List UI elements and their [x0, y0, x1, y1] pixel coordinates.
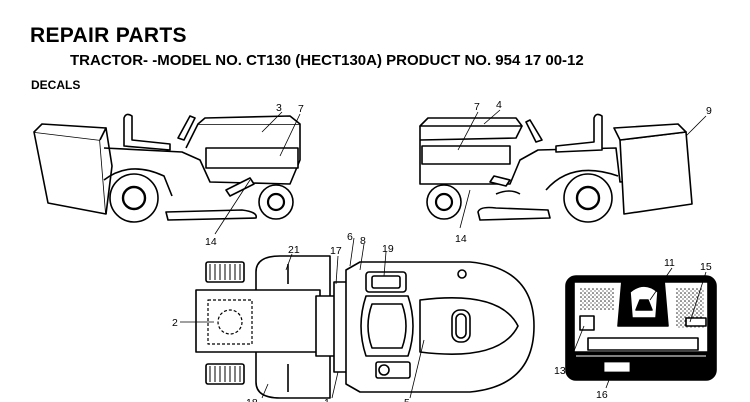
callout-3: 3: [276, 102, 282, 114]
seat-left: [123, 113, 171, 151]
callout-4: 4: [496, 99, 502, 111]
seat-right: [555, 113, 603, 153]
callout-14: 14: [205, 236, 217, 248]
page-title: REPAIR PARTS: [30, 24, 187, 47]
right-view-leaders: [457, 109, 707, 229]
callout-16: 16: [596, 389, 608, 401]
model-subtitle: TRACTOR- -MODEL NO. CT130 (HECT130A) PRO…: [70, 52, 584, 69]
callout-2: 2: [172, 317, 178, 329]
callout-19: 19: [382, 243, 394, 255]
bag-top: [195, 289, 321, 353]
top-view: [195, 255, 535, 399]
callout-18: 18: [246, 397, 258, 402]
callout-13: 13: [554, 365, 566, 377]
mower-deck-left: [165, 209, 258, 221]
right-side-view: [419, 113, 693, 223]
steering-right: [525, 119, 543, 143]
callout-9: 9: [706, 105, 712, 117]
callout-7: 7: [298, 103, 304, 115]
top-view-leaders: [180, 237, 425, 399]
left-view-leaders: [214, 111, 301, 235]
grass-bag-left: [33, 131, 107, 215]
callout-8: 8: [360, 235, 366, 247]
callout-15: 15: [700, 261, 712, 273]
callout-21: 21: [288, 244, 300, 256]
decal-2-outline: [207, 299, 253, 345]
callout-14b: 14: [455, 233, 467, 245]
callout-1: 1: [324, 397, 330, 402]
rear-view-leaders: [567, 267, 707, 389]
grass-bag-right: [619, 131, 693, 215]
callout-11: 11: [664, 257, 675, 269]
steering-left: [177, 115, 196, 141]
section-heading: DECALS: [31, 78, 81, 92]
callout-17: 17: [330, 245, 342, 257]
hood-right: [419, 126, 641, 185]
callout-5: 5: [404, 397, 410, 402]
mower-deck-right: [477, 206, 551, 221]
callout-7b: 7: [474, 101, 480, 113]
callout-6: 6: [347, 231, 353, 243]
rear-view: [565, 275, 717, 381]
left-side-view: [33, 113, 301, 223]
